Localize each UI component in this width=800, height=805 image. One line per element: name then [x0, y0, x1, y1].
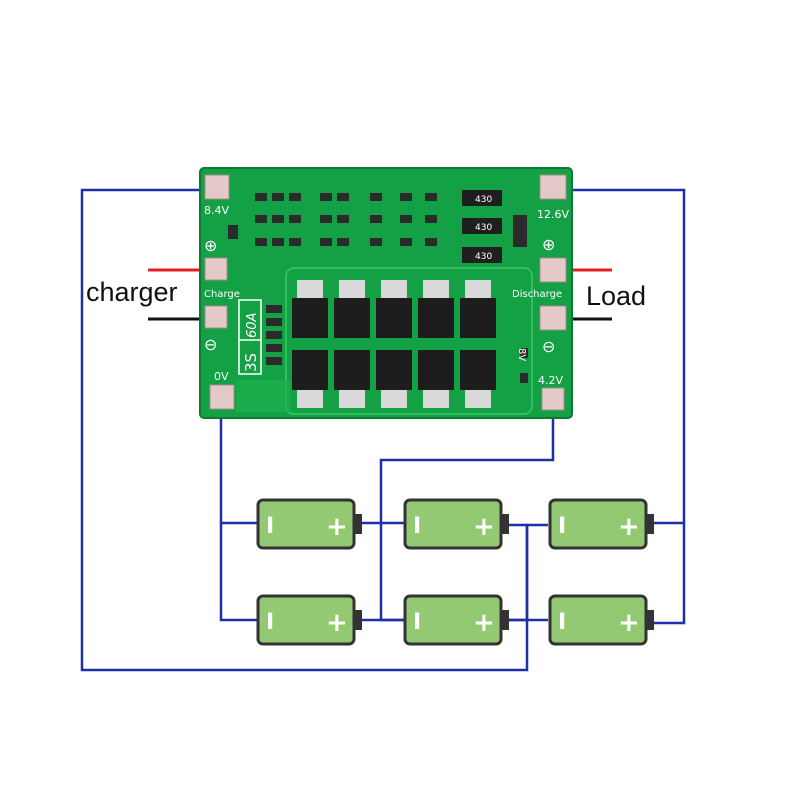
resistor-bottom [462, 247, 502, 263]
battery-cell: I + [548, 594, 654, 646]
label-8v-rotated: 8V [516, 348, 527, 361]
load-label: Load [586, 281, 647, 311]
pad-discharge-plus [539, 257, 567, 283]
pad-charge-minus [204, 305, 228, 329]
large-resistors [462, 190, 502, 263]
charge-minus-symbol: ⊖ [204, 335, 217, 354]
pad-8v4 [204, 174, 230, 200]
battery-plus-sign: + [618, 608, 640, 638]
wire-0v [219, 405, 258, 622]
label-charge: Charge [204, 289, 240, 300]
pad-discharge-minus [539, 305, 567, 331]
battery-minus-sign: I [558, 514, 566, 539]
battery-cell: I + [548, 498, 654, 550]
mosfet-top-tabs [297, 280, 491, 298]
bms-board: 8.4V ⊕ Charge ⊖ 0V 12.6V ⊕ Discharge ⊖ 4… [199, 167, 573, 419]
wire-8v4 [80, 188, 529, 672]
label-12v6: 12.6V [537, 208, 569, 221]
resistor-top-code: 430 [475, 195, 492, 205]
battery-plus-sign: + [326, 512, 348, 542]
smd-component-rows [228, 193, 528, 383]
pad-12v6 [539, 174, 567, 200]
label-4v2: 4.2V [538, 374, 563, 387]
label-0v: 0V [214, 370, 229, 383]
model-3s: 3S [242, 353, 260, 372]
mosfet-bottom-row [292, 350, 496, 390]
pad-0v [209, 384, 235, 410]
battery-minus-sign: I [266, 514, 274, 539]
battery-minus-sign: I [413, 610, 421, 635]
battery-cell: I + [403, 498, 509, 550]
charger-label: charger [86, 277, 178, 307]
wire-series-b2-b3 [505, 523, 548, 622]
battery-plus-sign: + [473, 608, 495, 638]
pcb-inner-trace [285, 267, 533, 415]
battery-minus-sign: I [266, 610, 274, 635]
label-discharge: Discharge [512, 289, 562, 300]
resistor-mid [462, 218, 502, 234]
battery-cell: I + [256, 594, 362, 646]
resistor-top [462, 190, 502, 206]
pcb-ground-dots [236, 380, 290, 412]
model-label-box [238, 299, 262, 375]
pad-4v2 [541, 387, 565, 411]
battery-minus-sign: I [558, 610, 566, 635]
battery-cell: I + [256, 498, 362, 550]
battery-plus-sign: + [473, 512, 495, 542]
capacitor-column [266, 305, 282, 365]
discharge-minus-symbol: ⊖ [542, 337, 555, 356]
battery-cell: I + [403, 594, 509, 646]
discharge-plus-symbol: ⊕ [542, 235, 555, 254]
battery-plus-sign: + [326, 608, 348, 638]
charge-plus-symbol: ⊕ [204, 236, 217, 255]
label-8v4: 8.4V [204, 204, 229, 217]
resistor-mid-code: 430 [475, 223, 492, 233]
battery-plus-sign: + [618, 512, 640, 542]
model-60a: 60A [245, 313, 260, 338]
battery-minus-sign: I [413, 514, 421, 539]
pad-charge-plus [204, 257, 228, 281]
mosfet-bottom-tabs [297, 390, 491, 408]
mosfet-array [292, 280, 496, 408]
wire-12v6 [555, 188, 686, 625]
wiring [80, 188, 686, 672]
battery-pack: I + I + I + I + [256, 498, 654, 646]
resistor-bottom-code: 430 [475, 252, 492, 262]
mosfet-top-row [292, 298, 496, 338]
